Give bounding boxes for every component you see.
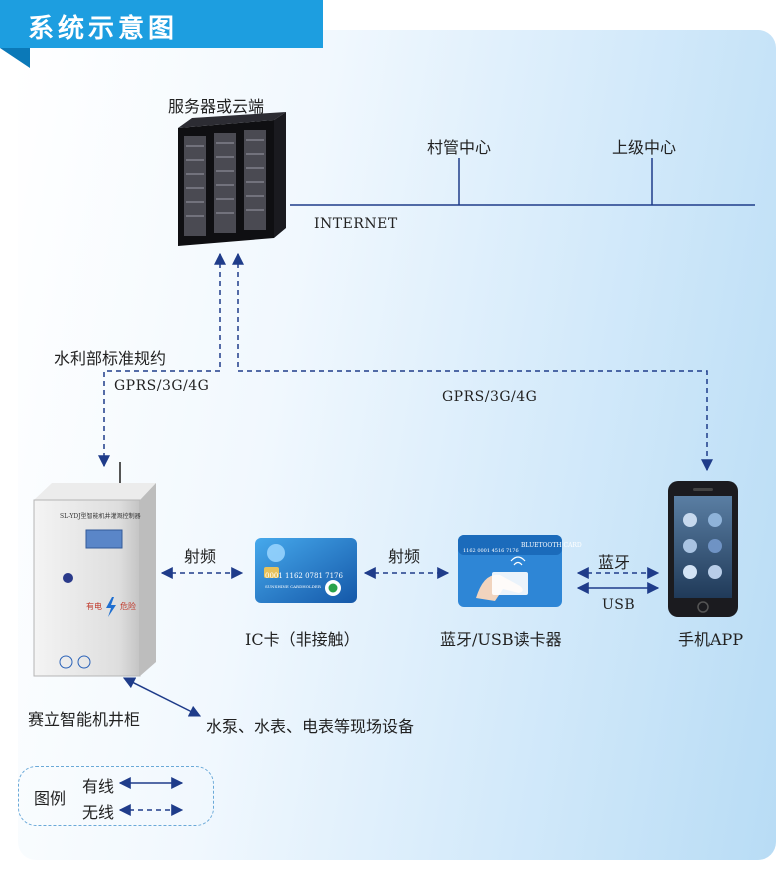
ic-card-number: 0001 1162 0781 7176	[265, 572, 343, 580]
server-label: 服务器或云端	[168, 97, 265, 116]
cabinet-danger-text: 危险	[120, 601, 136, 611]
village-center-label: 村管中心	[427, 138, 492, 157]
server-rack-image	[178, 112, 286, 246]
title-banner-fold	[0, 48, 30, 68]
rf-right-label: 射频	[388, 547, 421, 566]
rf-left-label: 射频	[184, 547, 217, 566]
well-cabinet-image	[33, 462, 156, 677]
reader-label: 蓝牙/USB读卡器	[440, 630, 562, 649]
ic-card-label: IC卡（非接触）	[245, 630, 360, 649]
legend-box	[18, 766, 214, 826]
cabinet-label: 赛立智能机井柜	[28, 710, 141, 729]
legend-wired-label: 有线	[82, 777, 115, 796]
bluetooth-label: 蓝牙	[598, 553, 631, 572]
reader-brand-text: BLUETOOTH CARD	[521, 542, 582, 549]
wireless-link-server-cabinet	[98, 252, 226, 468]
phone-app-label: 手机APP	[678, 630, 744, 649]
phone-image	[668, 481, 738, 617]
cabinet-power-text: 有电	[86, 601, 102, 611]
reader-number-text: 1162 0001 4516 7176	[463, 548, 519, 554]
ic-card-image	[255, 538, 357, 603]
superior-center-label: 上级中心	[612, 138, 677, 157]
field-devices-label: 水泵、水表、电表等现场设备	[206, 717, 415, 736]
wireless-link-server-phone	[232, 252, 713, 472]
ic-card-holder: SUNSHINE CARDHOLDER	[265, 584, 322, 589]
title-banner	[0, 0, 323, 48]
internet-label: INTERNET	[314, 216, 398, 232]
usb-label: USB	[602, 597, 636, 613]
wired-link-field-devices	[122, 677, 202, 717]
cabinet-plate-text: SL-YDJ型智能机井灌溉控制器	[60, 512, 141, 520]
gprs-right-label: GPRS/3G/4G	[442, 389, 538, 405]
page-title: 系统示意图	[28, 14, 179, 44]
legend-wireless-label: 无线	[82, 803, 115, 822]
legend-title: 图例	[34, 789, 67, 808]
card-reader-image	[458, 535, 562, 607]
protocol-label: 水利部标准规约	[54, 349, 167, 368]
gprs-left-label: GPRS/3G/4G	[114, 378, 210, 394]
